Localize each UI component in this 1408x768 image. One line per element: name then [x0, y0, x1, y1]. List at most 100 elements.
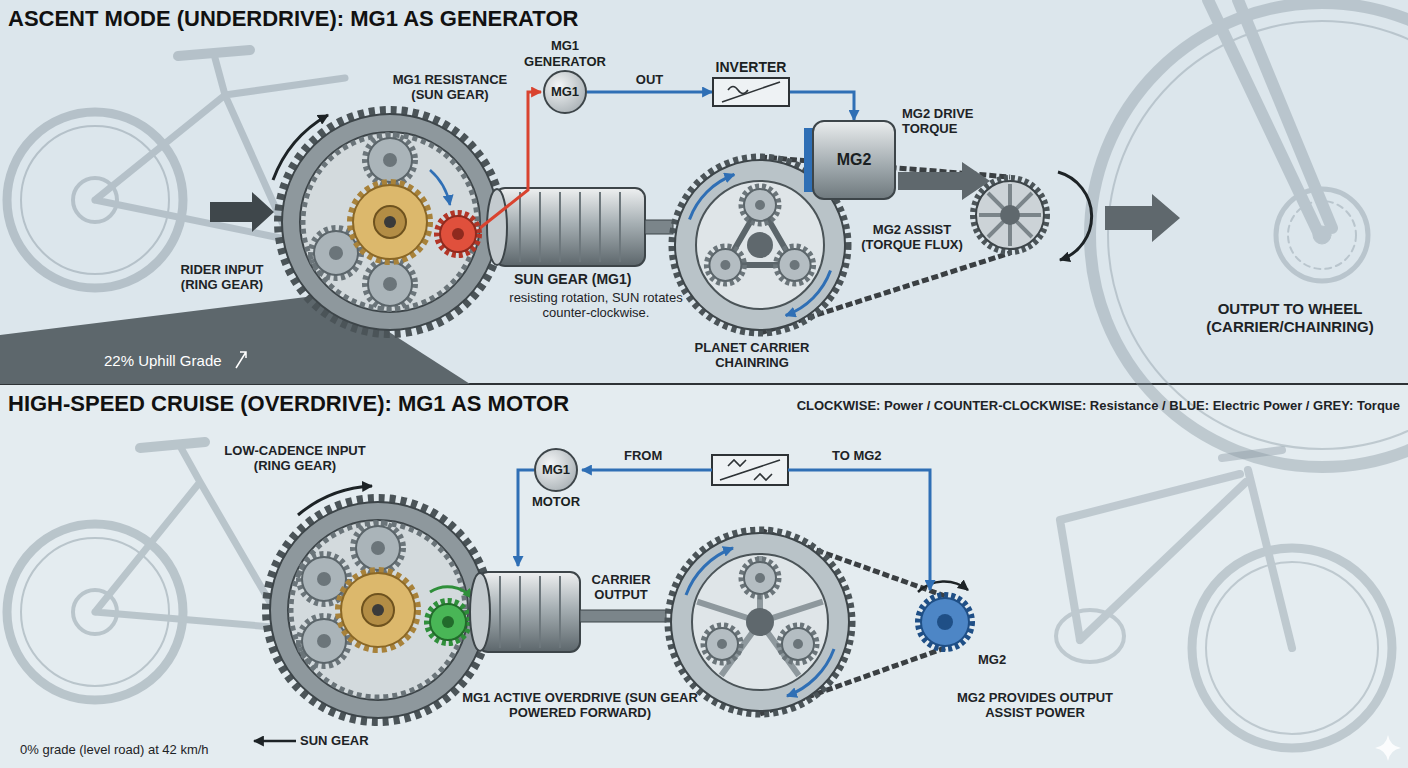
mg1-housing [470, 572, 666, 652]
carrier-chainring [787, 649, 834, 696]
inverter-symbol [722, 82, 780, 102]
carrier-chainring [671, 533, 849, 711]
rotation-arrow [1058, 172, 1092, 260]
front-wheel-sketch [1313, 226, 1331, 244]
rear-bike-sketch [178, 50, 250, 56]
wire-label: TO MG2 [832, 448, 902, 463]
carrier-chainring [692, 554, 828, 690]
output-sprocket [976, 181, 1044, 249]
carrier-chainring [703, 625, 741, 663]
inverter-box [720, 460, 780, 480]
output-label: OUTPUT TO WHEEL (CARRIER/CHAINRING) [1180, 300, 1400, 335]
front-bike-sketch [1060, 450, 1292, 648]
part-label: MG1 ACTIVE OVERDRIVE (SUN GEAR POWERED F… [462, 690, 698, 721]
mg1-generator-circle: MG1 GENERATORMG1 [543, 70, 587, 114]
node-text: MG2 [837, 151, 872, 170]
watermark-sparkle [1375, 735, 1401, 761]
power-wire [788, 470, 930, 590]
carrier-chainring [786, 271, 831, 316]
torque-label: MG2 DRIVE TORQUE [902, 106, 994, 137]
mg2-motor-box: MG2 [812, 120, 896, 200]
front-wheel-sketch [1090, 0, 1408, 467]
mg2-sprocket [918, 595, 972, 649]
part-label: CARRIER OUTPUT [585, 572, 657, 603]
carrier-chainring [686, 548, 733, 595]
inverter-box [712, 455, 788, 485]
part-label: MG2 [978, 652, 1018, 667]
sun-gear-arrow [254, 740, 296, 743]
planetary-gearset [350, 182, 430, 262]
mg1-housing [487, 189, 507, 265]
panel-heading: ASCENT MODE (UNDERDRIVE): MG1 AS GENERAT… [8, 6, 578, 32]
planetary-gearset [440, 216, 476, 252]
wire-label: FROM [624, 448, 674, 463]
mg2-sprocket [921, 598, 969, 646]
planetary-gearset [437, 213, 479, 255]
carrier-chainring [779, 625, 817, 663]
rider-input-arrow [210, 192, 274, 232]
carrier-chainring [668, 530, 852, 714]
inverter-box: INVERTER [712, 77, 790, 107]
mg1-motor-circle: MG1MOTOR [534, 448, 578, 492]
grade-symbol [236, 352, 246, 368]
carrier-chainring [741, 559, 779, 597]
mg2-sprocket [918, 582, 972, 649]
mode-panel: ASCENT MODE (UNDERDRIVE): MG1 AS GENERAT… [0, 0, 1408, 383]
grade-label: 22% Uphill Grade [104, 352, 264, 370]
torque-arrow [898, 162, 990, 200]
planetary-gearset [427, 601, 469, 643]
condition-note: 0% grade (level road) at 42 km/h [20, 742, 260, 757]
node-text: MG1 [542, 462, 570, 477]
planetary-gearset [266, 498, 490, 722]
planetary-gearset [273, 115, 328, 180]
inverter-box [712, 455, 788, 485]
planetary-gearset [430, 170, 450, 205]
planetary-gearset [365, 135, 415, 185]
resistance-line [480, 92, 541, 228]
mg1-housing [645, 220, 673, 234]
inverter-symbol [714, 79, 788, 105]
output-sprocket [979, 184, 1041, 246]
node-text: MG1 [551, 84, 579, 99]
power-wire [587, 91, 712, 94]
front-wheel-sketch [1276, 189, 1368, 281]
mg1-housing [470, 573, 490, 651]
mg1-housing [478, 572, 580, 652]
carrier-chainring [668, 530, 852, 714]
part-label: MG1 RESISTANCE (SUN GEAR) [384, 72, 516, 103]
output-sprocket [973, 178, 1047, 252]
torque-label: MG2 ASSIST (TORQUE FLUX) [854, 222, 970, 253]
planetary-gearset [338, 570, 418, 650]
rear-bike-sketch [140, 442, 205, 448]
panel-ground [0, 0, 1408, 384]
power-wire [518, 470, 534, 566]
planetary-gearset [273, 110, 502, 334]
front-wheel-sketch [1208, 0, 1332, 232]
input-label: RIDER INPUT (RING GEAR) [170, 262, 274, 293]
carrier-chainring [746, 608, 774, 636]
input-label: LOW-CADENCE INPUT (RING GEAR) [211, 443, 379, 474]
planetary-gearset [365, 259, 415, 309]
planetary-gearset [266, 486, 490, 722]
power-wire [582, 469, 712, 472]
part-label: SUN GEAR (MG1) [514, 271, 674, 288]
planetary-gearset [298, 486, 372, 515]
mg1-housing [520, 192, 620, 262]
carrier-chainring [776, 246, 814, 284]
planetary-gearset [452, 228, 464, 240]
mg2-sprocket [937, 614, 953, 630]
carrier-chainring [741, 186, 779, 224]
planetary-gearset [442, 616, 454, 628]
mg2-sprocket [918, 582, 968, 592]
key-text: CLOCKWISE: Power / COUNTER-CLOCKWISE: Re… [700, 398, 1400, 413]
carrier-chainring [747, 232, 773, 258]
panel-ground [0, 385, 1408, 768]
rear-bike-sketch [7, 442, 285, 700]
node-caption: MG1 GENERATOR [519, 38, 611, 69]
assist-label: MG2 PROVIDES OUTPUT ASSIST POWER [933, 690, 1137, 721]
planetary-gearset [353, 523, 403, 573]
power-wire [790, 92, 854, 120]
